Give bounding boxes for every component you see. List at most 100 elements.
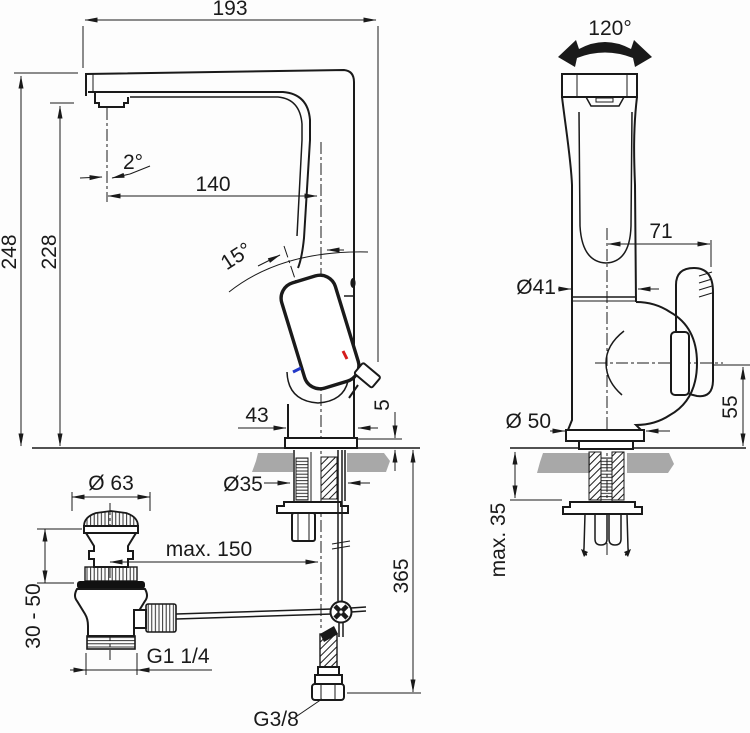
handle-lever [279,273,361,391]
dim-spout-reach-label: 140 [195,173,230,196]
dim-spout-angle-label: 2° [123,151,143,174]
counter-slab [627,453,674,473]
dim-deck-thickness-label: max. 35 [487,503,510,578]
mounting-bracket-front [562,501,643,515]
dim-shank-diameter: Ø35 [223,473,370,496]
dim-column-diameter-label: Ø41 [516,276,556,299]
cold-indicator [292,366,302,374]
handle-grip-stripe [698,278,713,284]
shank-hatch [588,451,602,501]
mounting-shank-left [276,450,349,542]
front-right-edge [633,96,638,303]
valve-housing [633,301,699,431]
spout-cap [561,73,638,98]
clamp-tip [581,549,588,557]
aerator-outlet [94,92,129,108]
dim-base-diameter: Ø 50 [505,410,670,434]
dim-waste-thread-label: G1 1/4 [146,645,209,668]
spout-underside-inner [130,96,303,237]
dim-overall-width-label: 193 [212,0,247,20]
dim-base-clearance-label: 5 [371,399,394,411]
dim-handle-offset: 71 [607,220,712,267]
countertop-left [32,447,420,472]
dim-hose-thread: G3/8 [253,698,323,731]
pop-up-waste [74,510,177,650]
handle-grip-stripe [698,285,713,291]
dim-handle-height: 55 [714,364,750,447]
shank-section-hatch [320,456,338,500]
dim-handle-angle-label: 15° [217,238,256,275]
waste-seal [77,581,145,589]
counter-slab [347,453,390,472]
mounting-bracket [276,501,349,514]
dim-handle-height-label: 55 [719,395,742,418]
dim-neck-width: 43 [238,404,378,431]
dim-shank-diameter-label: Ø35 [223,473,263,496]
side-view: 193 2° 140 248 228 15° [0,0,421,731]
leader-line [129,165,151,175]
front-left-edge [561,96,573,431]
angle-arrow [79,175,103,181]
angle-arc [228,251,369,293]
shank-hatch [611,451,625,501]
hose-collar [317,666,340,676]
dim-waste-range-label: 30 - 50 [22,583,45,648]
front-view: 120° [487,17,750,577]
dim-hose-thread-label: G3/8 [253,708,299,731]
front-body [561,73,714,450]
counter-slab [537,453,590,473]
mounting-shank-front [562,451,643,557]
dim-base-diameter-label: Ø 50 [505,410,551,433]
clamp-leg [583,513,588,556]
dim-deck-thickness: max. 35 [487,451,562,578]
clamp-leg [624,513,629,556]
valve-sphere-contour [605,330,625,396]
rod-break-mark [331,540,351,545]
leader-line [296,698,323,717]
dim-total-height-label: 248 [0,234,21,269]
drain-rod [175,450,367,637]
dim-waste-range: 30 - 50 [22,528,82,649]
spout-outline [85,68,355,438]
dim-spout-reach: 140 [107,173,318,199]
swivel-arrow-arc [558,40,652,67]
base-flange [284,437,358,449]
shank-thread-front [600,457,613,503]
dim-rod-length-label: max. 150 [166,538,252,561]
waste-thread [86,635,136,650]
hot-indicator [341,350,349,360]
countertop-right [510,447,746,473]
dim-swivel-angle: 120° [558,17,652,67]
rod-stub [350,606,367,609]
handle-front [675,266,714,398]
rod-break-mark [331,545,351,550]
waste-plug-rim [83,525,139,534]
body-under-handle-arc [286,371,350,404]
waste-outlet-neck [133,609,147,629]
dim-swivel-angle-label: 120° [588,17,631,40]
hose-fitting [314,674,343,685]
mounting-nut [291,512,316,542]
aerator-slot [595,97,614,103]
dim-waste-diameter: Ø 63 [71,472,151,511]
supply-hose [311,626,345,701]
spout-underside-outer [88,91,311,269]
dim-hose-length: 365 [347,449,421,694]
dim-waste-diameter-label: Ø 63 [88,472,134,495]
hose-braid [319,633,338,668]
shank-thread [295,457,309,501]
handle-grip-stripe [698,271,713,277]
angle-arrow [111,172,131,179]
handle-side [279,273,381,399]
pivot-center [339,610,343,614]
dim-column-diameter: Ø41 [516,276,659,299]
body-pin [350,278,356,288]
dim-overall-width: 193 [82,0,379,362]
inlet-tube [594,514,608,546]
counter-slab [252,453,293,472]
rod-horizontal [175,613,333,620]
dim-spout-height: 228 [38,102,74,447]
rod-stub [350,610,367,613]
clamp-tip [624,549,631,557]
spout-body [85,68,358,449]
